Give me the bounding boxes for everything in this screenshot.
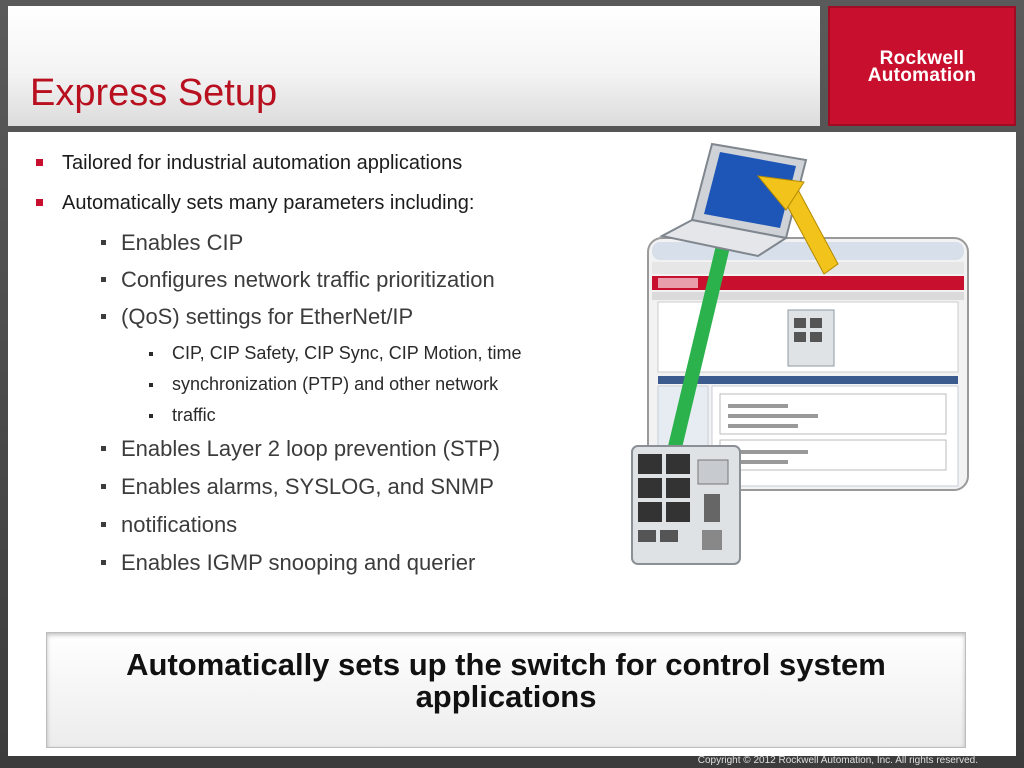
illustration — [631, 142, 969, 565]
callout-text: Automatically sets up the switch for con… — [126, 647, 886, 714]
yellow-arrow — [756, 175, 839, 275]
logo-line1: Rockwell — [879, 48, 965, 69]
subbullet-item: Enables CIP — [100, 224, 243, 261]
rockwell-logo: Rockwell Automation — [828, 6, 1016, 126]
title-bar: Express Setup — [8, 6, 820, 126]
laptop-icon — [659, 142, 808, 258]
subbullet-continuation: (QoS) settings for EtherNet/IP — [100, 298, 413, 335]
subbullet-item: Enables Layer 2 loop prevention (STP) — [100, 430, 500, 467]
slide-title: Express Setup — [30, 72, 278, 114]
subbullet-continuation: notifications — [100, 506, 237, 543]
subsubbullet-item: CIP, CIP Safety, CIP Sync, CIP Motion, t… — [148, 338, 521, 369]
bullet-item: Tailored for industrial automation appli… — [35, 152, 463, 174]
subbullet-item: Configures network traffic prioritizatio… — [101, 261, 495, 298]
callout-box: Automatically sets up the switch for con… — [46, 632, 966, 748]
logo-text: Rockwell Automation — [828, 48, 1016, 86]
logo-line2: Automation — [867, 65, 977, 86]
subbullet-item: Enables IGMP snooping and querier — [100, 544, 475, 581]
ethernet-switch-icon — [631, 445, 741, 565]
subsubbullet-continuation: synchronization (PTP) and other network — [148, 369, 498, 400]
subbullet-item: Enables alarms, SYSLOG, and SNMP — [101, 468, 494, 505]
subsubbullet-continuation: traffic — [149, 400, 216, 431]
bullet-item: Automatically sets many parameters inclu… — [35, 192, 475, 214]
green-arrow — [668, 220, 736, 448]
copyright-footer: Copyright © 2012 Rockwell Automation, In… — [697, 755, 978, 766]
slide-content: Tailored for industrial automation appli… — [8, 132, 1016, 756]
